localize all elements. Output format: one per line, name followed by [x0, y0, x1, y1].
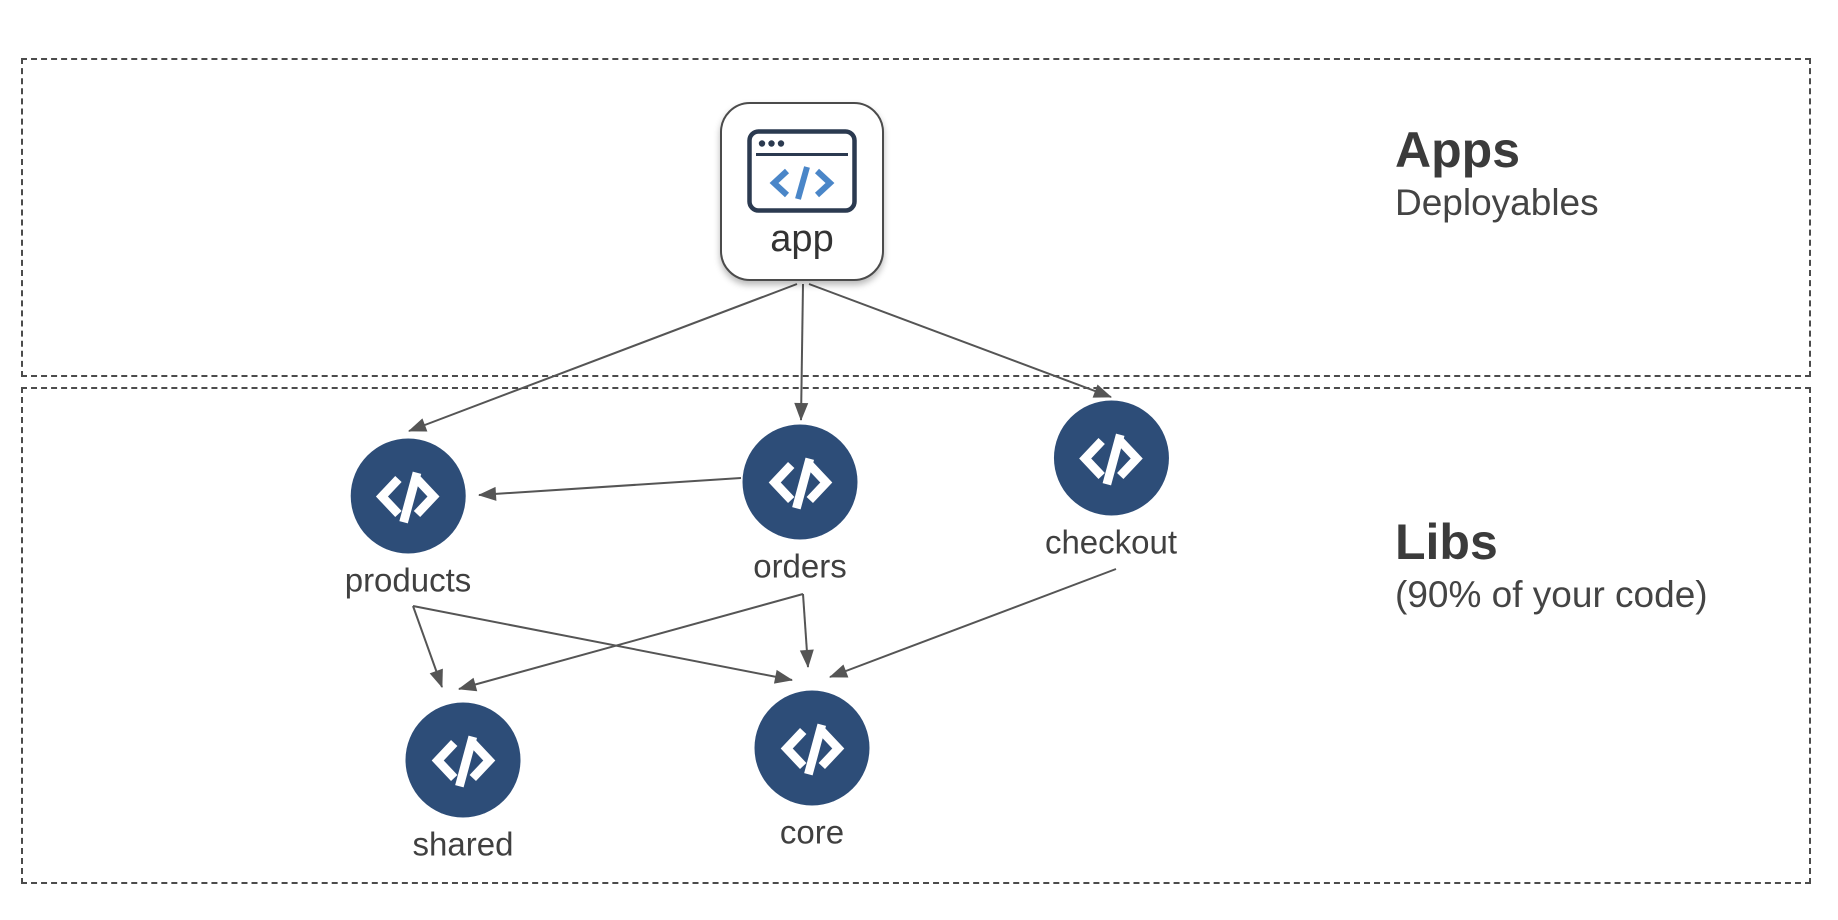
libs-title: Libs: [1395, 514, 1498, 570]
edge-products-to-core: [412, 605, 793, 684]
edge-app-to-orders: [794, 283, 809, 421]
products-circle: [350, 438, 466, 554]
edge-app-to-checkout: [808, 283, 1112, 398]
orders-circle: [742, 424, 858, 540]
shared-circle: [405, 702, 521, 818]
edge-checkout-to-core: [829, 568, 1117, 678]
node-app-label: app: [770, 218, 834, 260]
node-core-label: core: [779, 813, 845, 851]
edge-orders-to-shared: [458, 593, 804, 692]
apps-title: Apps: [1395, 122, 1520, 178]
node-app: app: [720, 102, 884, 281]
node-shared: shared: [405, 702, 521, 864]
node-products-label: products: [344, 561, 472, 599]
edge-products-to-shared: [412, 605, 443, 688]
code-glyph: [769, 166, 835, 200]
edge-orders-to-products: [478, 477, 742, 501]
code-icon: [768, 457, 832, 509]
code-icon: [431, 735, 495, 787]
node-checkout-label: checkout: [1044, 523, 1178, 561]
core-circle: [754, 690, 870, 806]
code-icon: [780, 723, 844, 775]
node-products: products: [344, 438, 472, 600]
libs-caption: Libs (90% of your code): [1395, 512, 1708, 618]
libs-boundary-box: [21, 387, 1811, 884]
apps-subtitle: Deployables: [1395, 182, 1599, 223]
checkout-circle: [1053, 400, 1169, 516]
browser-code-icon: [747, 129, 857, 213]
node-orders-label: orders: [753, 547, 847, 585]
node-checkout: checkout: [1044, 400, 1178, 562]
node-orders: orders: [742, 424, 858, 586]
apps-boundary-box: [21, 58, 1811, 377]
apps-caption: Apps Deployables: [1395, 120, 1599, 226]
edge-app-to-products: [408, 283, 798, 432]
code-icon: [376, 471, 440, 523]
code-icon: [1079, 433, 1143, 485]
edge-orders-to-core: [799, 593, 814, 668]
node-core: core: [754, 690, 870, 852]
node-shared-label: shared: [412, 825, 514, 863]
libs-subtitle: (90% of your code): [1395, 574, 1708, 615]
